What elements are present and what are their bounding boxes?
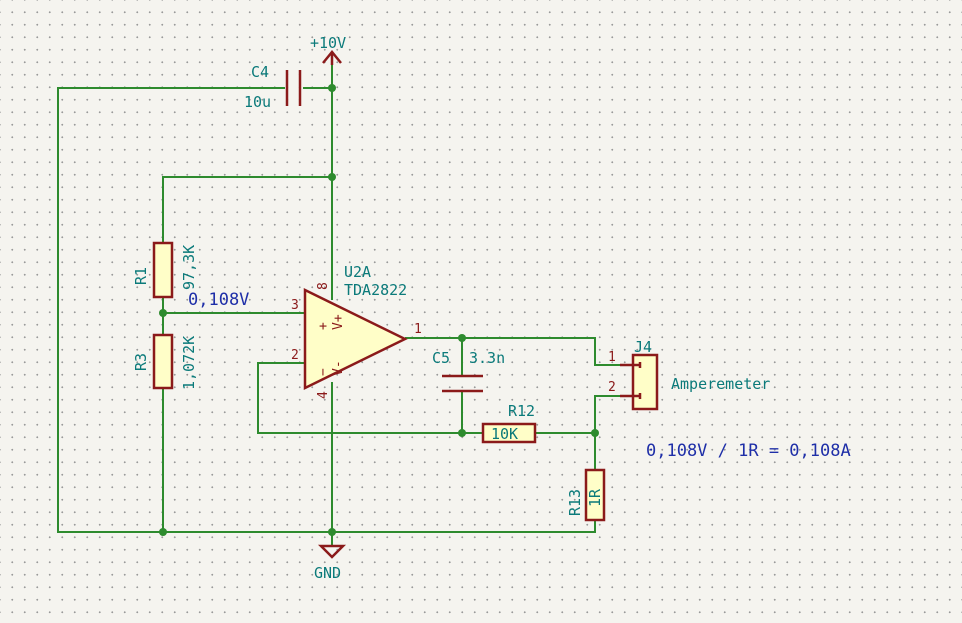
junction-dot <box>328 528 336 536</box>
wire-feedback <box>257 362 483 434</box>
r12-value: 10K <box>491 425 518 443</box>
c5-reference: C5 <box>432 349 450 367</box>
gnd-label: GND <box>314 564 341 582</box>
r13-body <box>584 468 606 522</box>
r1-value: 97,3K <box>180 245 198 290</box>
capacitor-c5[interactable]: C5 3.3n <box>432 349 505 393</box>
u2a-pin1-number: 1 <box>414 322 422 337</box>
r13-value: 1R <box>586 488 604 507</box>
r3-reference: R3 <box>132 353 150 371</box>
r12-reference: R12 <box>508 402 535 420</box>
wire-r1-top <box>162 176 332 243</box>
r1-body <box>152 241 174 299</box>
junction-dot <box>159 528 167 536</box>
junctions <box>159 84 599 536</box>
junction-dot <box>159 309 167 317</box>
u2a-pin4-number: 4 <box>316 391 331 399</box>
current-calculation-annotation: 0,108V / 1R = 0,108A <box>646 441 851 461</box>
junction-dot <box>591 429 599 437</box>
junction-dot <box>458 334 466 342</box>
u2a-vplus-label: V+ <box>331 314 346 330</box>
u2a-plus-input-label: + <box>316 322 331 330</box>
c4-reference: C4 <box>251 63 269 81</box>
capacitor-c4[interactable]: C4 10u <box>244 63 302 111</box>
resistor-r1[interactable]: R1 97,3K <box>132 241 198 299</box>
u2a-pin2-number: 2 <box>291 348 299 363</box>
resistor-r13[interactable]: R13 1R <box>566 468 606 522</box>
junction-dot <box>328 173 336 181</box>
r12-body <box>481 422 537 444</box>
u2a-value: TDA2822 <box>344 281 407 299</box>
u2a-minus-input-label: − <box>316 368 331 376</box>
gnd-triangle-icon <box>317 544 347 559</box>
wire-output <box>405 337 620 366</box>
vcc-label: +10V <box>310 34 346 52</box>
node-voltage-annotation: 0,108V <box>188 290 249 310</box>
j4-pin2-number: 2 <box>608 380 616 395</box>
c5-value: 3.3n <box>469 349 505 367</box>
junction-dot <box>328 84 336 92</box>
j4-pin1-number: 1 <box>608 350 616 365</box>
opamp-triangle <box>303 287 408 391</box>
r3-value: 1,072K <box>180 336 198 390</box>
u2a-pin3-number: 3 <box>291 298 299 313</box>
j4-reference: J4 <box>634 338 652 356</box>
r1-reference: R1 <box>132 267 150 285</box>
j4-value: Amperemeter <box>671 375 770 393</box>
wire-c4-left <box>57 87 596 533</box>
u2a-reference: U2A <box>344 263 371 281</box>
vcc-power-symbol[interactable]: +10V <box>310 34 346 65</box>
opamp-u2a[interactable]: U2A TDA2822 3 2 1 8 4 + − V+ V- <box>291 263 422 399</box>
annotations: 0,108V 0,108V / 1R = 0,108A <box>188 290 851 461</box>
resistor-r12[interactable]: R12 10K <box>481 402 537 444</box>
u2a-vminus-label: V- <box>331 360 346 376</box>
gnd-power-symbol[interactable]: GND <box>314 544 347 582</box>
j4-body <box>631 353 659 411</box>
connector-j4[interactable]: 1 2 J4 Amperemeter <box>608 338 770 411</box>
c4-value: 10u <box>244 93 271 111</box>
r13-reference: R13 <box>566 489 584 516</box>
r3-body <box>152 333 174 390</box>
resistor-r3[interactable]: R3 1,072K <box>132 333 198 390</box>
junction-dot <box>458 429 466 437</box>
u2a-pin8-number: 8 <box>316 282 331 290</box>
wires <box>57 65 620 546</box>
wire-j4-pin2 <box>594 395 620 470</box>
